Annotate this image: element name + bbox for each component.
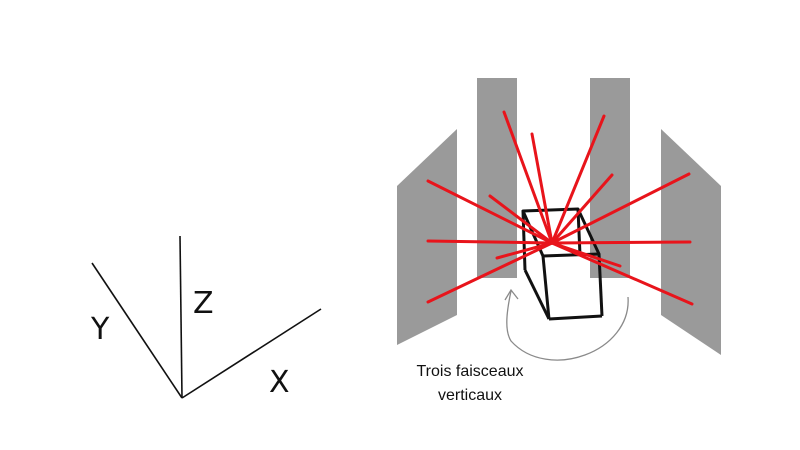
beam-10 <box>550 172 691 245</box>
beam-4 <box>502 110 554 245</box>
caption-line-1: Trois faisceaux <box>417 363 524 380</box>
cube-edge-2 <box>576 208 582 256</box>
coordinate-axes <box>91 235 322 399</box>
beam-8 <box>550 114 606 245</box>
beam-3 <box>426 241 554 304</box>
beam-9 <box>550 173 614 245</box>
panel-center-left <box>477 78 517 278</box>
rotation-arrow <box>504 288 629 361</box>
caption-line-2: verticaux <box>438 387 502 404</box>
z-axis-line <box>179 235 183 399</box>
beam-7 <box>530 132 554 245</box>
beam-11 <box>550 240 692 245</box>
sample-cube <box>521 207 604 321</box>
beam-1 <box>426 179 554 245</box>
z-axis-label: Z <box>193 286 214 321</box>
rotation-arrowhead <box>504 288 519 301</box>
beam-5 <box>488 194 554 245</box>
beam-12 <box>550 241 694 306</box>
beam-6 <box>495 241 554 260</box>
cube-edge-5 <box>523 269 551 320</box>
beams <box>426 110 694 306</box>
y-axis-line <box>91 262 183 399</box>
x-axis-label: X <box>269 365 290 400</box>
beam-2 <box>426 239 554 245</box>
rotation-arc <box>506 290 629 361</box>
cube-edge-4 <box>541 255 551 320</box>
y-axis-label: Y <box>90 312 110 347</box>
panel-left <box>397 129 457 345</box>
detector-panels <box>397 78 721 355</box>
x-axis-line <box>181 308 322 399</box>
beam-13 <box>550 241 622 268</box>
cube-edge-6 <box>548 314 603 321</box>
